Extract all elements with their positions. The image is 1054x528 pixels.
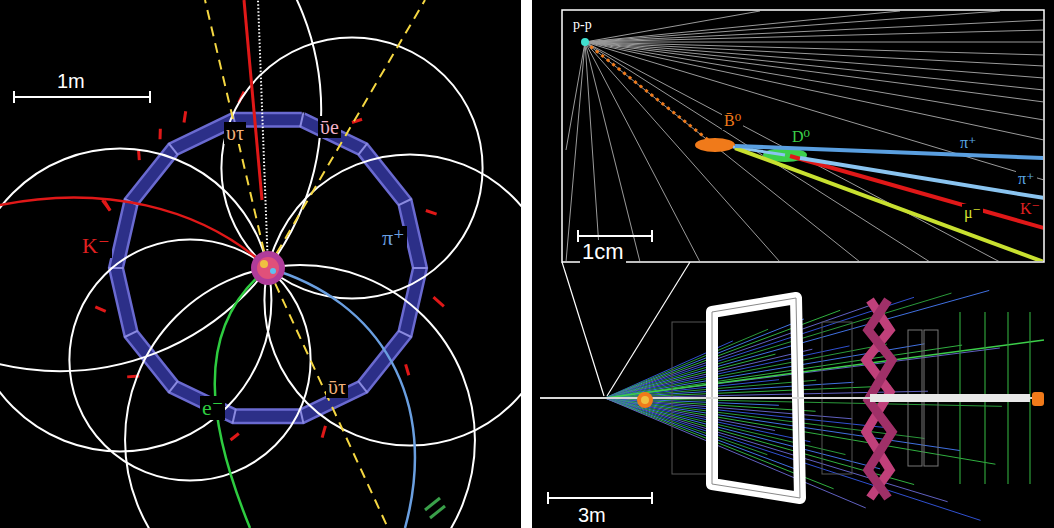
scale-label: 1m (55, 70, 87, 92)
particle-label: K⁻ (1018, 200, 1042, 218)
vertex-blob (251, 251, 285, 285)
pion-track (268, 268, 415, 528)
scale-bar (578, 235, 652, 237)
vertex-label: p-p (571, 17, 594, 32)
b-flight-line (585, 42, 712, 143)
detector-side-view (540, 290, 1044, 520)
scale-bar (548, 497, 652, 499)
particle-label: υτ (224, 122, 246, 144)
hit-mark (425, 498, 440, 510)
particle-label: π⁺ (958, 134, 979, 152)
pion-track (800, 158, 1043, 198)
pion-track (735, 146, 1043, 158)
particle-label: B̄⁰ (722, 112, 743, 130)
vertex-detector (637, 392, 653, 408)
track-line (244, 0, 262, 200)
scale-label: 3m (576, 504, 608, 526)
zoom-line (562, 262, 604, 396)
particle-label: ῡτ (326, 376, 348, 398)
particle-label: π⁺ (1016, 170, 1037, 188)
particle-label: μ⁻ (962, 204, 983, 222)
scale-bar (14, 96, 150, 98)
vertex-blob (257, 257, 279, 279)
calorimeter-ring (108, 112, 427, 423)
kaon-track (790, 156, 1043, 228)
b-vertex (695, 138, 735, 152)
neutrino-lines (205, 0, 425, 528)
particle-label: e⁻ (200, 396, 225, 420)
particle-label: K⁻ (80, 234, 112, 258)
vertex-blob (260, 260, 268, 268)
hit-marks (95, 92, 444, 440)
collision-point (581, 38, 589, 46)
vertex-blob (270, 268, 276, 274)
scale-label: 1cm (580, 240, 626, 264)
panel-ground (0, 0, 521, 528)
inset-frame (562, 10, 1044, 262)
muon-track (735, 148, 1043, 261)
kaon-track (0, 198, 268, 268)
hit-mark (430, 506, 445, 518)
particle-label: D⁰ (790, 128, 812, 146)
particle-label: π⁺ (380, 226, 407, 250)
track-lines (0, 0, 521, 528)
track-fan (566, 11, 1043, 261)
particle-label: ῡe (318, 116, 341, 138)
panel-ground (532, 0, 1054, 528)
